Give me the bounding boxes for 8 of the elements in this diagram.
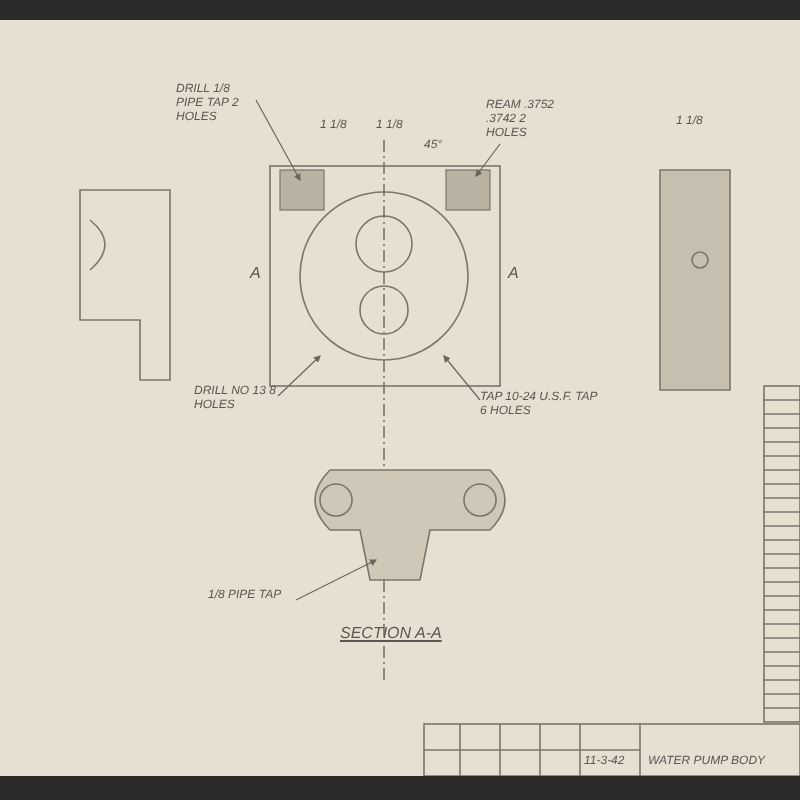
leader-line	[295, 559, 378, 601]
view-title: SECTION A-A	[340, 624, 442, 642]
leader-line	[475, 143, 501, 177]
leader-line	[255, 99, 301, 182]
leader-line	[277, 355, 321, 397]
section-mark: A	[250, 264, 261, 282]
leader-line	[443, 355, 481, 401]
section-mark: A	[508, 264, 519, 282]
